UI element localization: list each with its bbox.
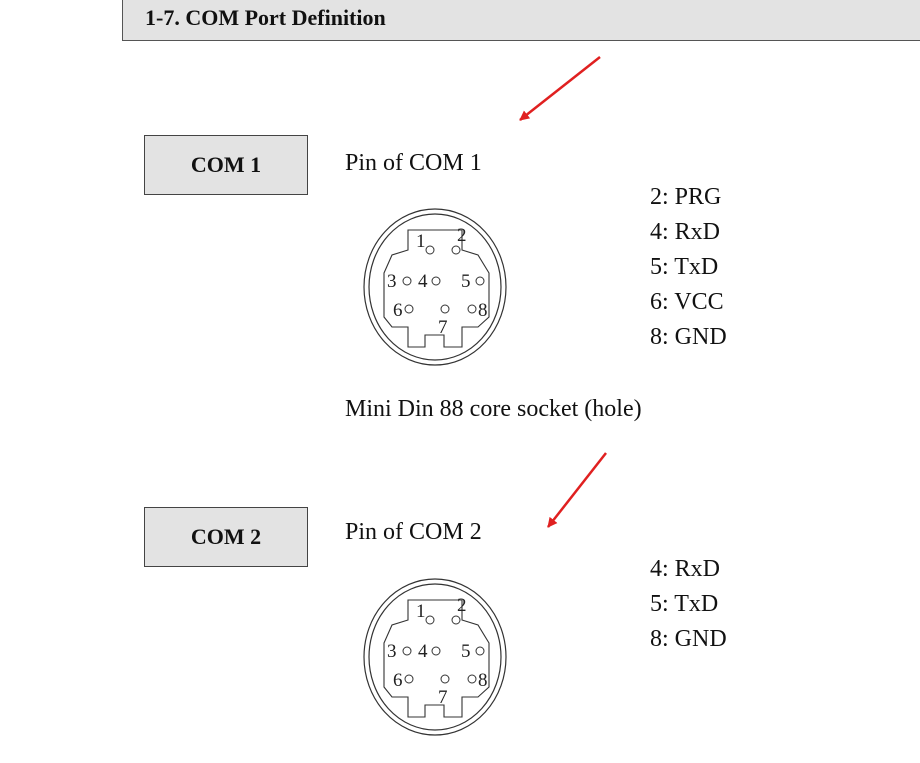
com2-pin-6: 6 (393, 670, 403, 691)
com1-pin-6: 6 (393, 300, 403, 321)
com1-pin-4: 4 (418, 271, 428, 292)
section-title: 1-7. COM Port Definition (145, 5, 386, 30)
com1-pin-5: 5 (461, 271, 471, 292)
com1-pin-2: 2 (457, 225, 467, 246)
com1-pin-title: Pin of COM 1 (345, 150, 482, 176)
com2-pin-title: Pin of COM 2 (345, 519, 482, 545)
com2-label-box: COM 2 (144, 507, 308, 567)
com2-label: COM 2 (190, 524, 262, 549)
com2-connector-diagram: 1 2 3 4 5 6 7 8 (363, 578, 507, 736)
list-item: 4: RxD (650, 219, 721, 245)
section-header: 1-7. COM Port Definition (122, 0, 920, 41)
com2-pin-3: 3 (387, 641, 397, 662)
list-item: 5: TxD (650, 591, 719, 617)
com1-label: COM 1 (190, 152, 262, 177)
com1-connector-diagram: 1 2 3 4 5 6 7 8 (363, 208, 507, 366)
list-item: 8: GND (650, 324, 727, 350)
com2-pin-list: 4: RxD 5: TxD 8: GND (650, 552, 727, 657)
list-item: 6: VCC (650, 289, 724, 315)
com1-pin-7: 7 (438, 317, 448, 338)
com2-pin-7: 7 (438, 687, 448, 708)
com2-pin-4: 4 (418, 641, 428, 662)
list-item: 5: TxD (650, 254, 719, 280)
com1-pin-8: 8 (478, 300, 488, 321)
com2-pin-2: 2 (457, 595, 467, 616)
arrow-2 (547, 452, 607, 528)
com1-label-box: COM 1 (144, 135, 308, 195)
list-item: 2: PRG (650, 184, 722, 210)
com2-pin-8: 8 (478, 670, 488, 691)
arrow-1 (519, 56, 601, 121)
socket-caption: Mini Din 88 core socket (hole) (345, 396, 642, 422)
com2-pin-5: 5 (461, 641, 471, 662)
com1-pin-list: 2: PRG 4: RxD 5: TxD 6: VCC 8: GND (650, 180, 727, 355)
com2-pin-1: 1 (416, 601, 426, 622)
com1-pin-3: 3 (387, 271, 397, 292)
com1-pin-1: 1 (416, 231, 426, 252)
list-item: 4: RxD (650, 556, 721, 582)
list-item: 8: GND (650, 626, 727, 652)
